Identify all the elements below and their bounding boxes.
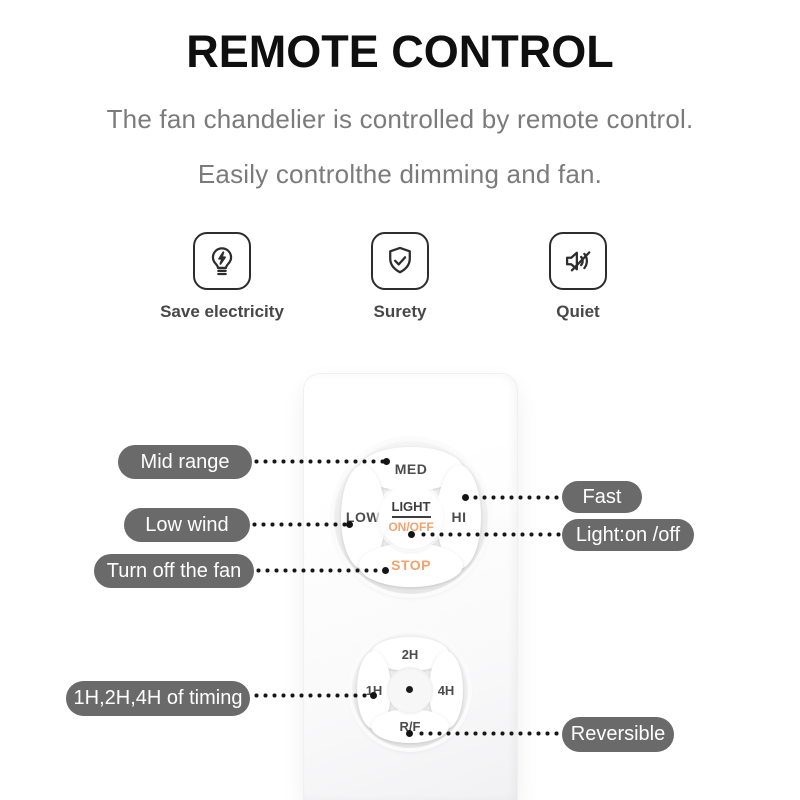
endpoint-dot-rf — [406, 730, 413, 737]
subtitle-line-1: The fan chandelier is controlled by remo… — [106, 104, 694, 134]
med-button-label: MED — [394, 461, 428, 477]
leader-line-low-wind — [250, 522, 350, 527]
feature-surety: Surety — [325, 232, 475, 322]
callout-timing: 1H,2H,4H of timing — [66, 681, 250, 716]
endpoint-dot-med — [383, 458, 390, 465]
feature-row: Save electricity Surety Quiet — [0, 232, 800, 322]
callout-low-wind: Low wind — [124, 508, 250, 542]
fan-control-pad: MED LOW HI STOP LIGHT ON/OFF — [334, 440, 488, 594]
timer-4h-label: 4H — [437, 682, 455, 698]
on-off-button-label: ON/OFF — [388, 519, 434, 534]
bulb-lightning-icon — [193, 232, 251, 290]
endpoint-dot-stop — [382, 567, 389, 574]
hi-button-label: HI — [451, 509, 467, 525]
reverse-forward-label: R/F — [399, 718, 421, 734]
stop-button-label: STOP — [391, 557, 431, 573]
remote-control-body: MED LOW HI STOP LIGHT ON/OFF 2H 1H — [304, 374, 517, 800]
endpoint-dot-1h — [370, 692, 377, 699]
callout-fast: Fast — [562, 481, 642, 513]
timer-control-pad: 2H 1H 4H R/F — [352, 632, 468, 748]
endpoint-dot-light — [408, 531, 415, 538]
callout-reversible: Reversible — [562, 717, 674, 752]
callout-mid-range: Mid range — [118, 445, 252, 479]
leader-line-mid-range — [252, 459, 384, 464]
low-button-label: LOW — [345, 509, 381, 525]
leader-line-timing — [252, 693, 372, 698]
leader-line-fast — [471, 495, 562, 500]
feature-label-quiet: Quiet — [556, 302, 600, 321]
leader-line-light-on-off — [419, 532, 562, 537]
leader-line-turn-off-fan — [254, 568, 384, 573]
leader-line-reversible — [417, 731, 562, 736]
shield-check-icon — [371, 232, 429, 290]
timer-pad-center-dot — [406, 686, 413, 693]
feature-label-save-electricity: Save electricity — [160, 302, 284, 321]
stop-button[interactable]: STOP — [359, 543, 463, 587]
light-button-label: LIGHT — [391, 500, 431, 518]
timer-2h-label: 2H — [401, 646, 419, 662]
page-title: REMOTE CONTROL — [186, 26, 614, 77]
subtitle-line-2: Easily controlthe dimming and fan. — [197, 159, 603, 189]
callout-light-on-off: Light:on /off — [562, 519, 694, 551]
feature-label-surety: Surety — [373, 302, 427, 321]
feature-quiet: Quiet — [503, 232, 653, 322]
speaker-muted-icon — [549, 232, 607, 290]
callout-turn-off-fan: Turn off the fan — [94, 554, 254, 588]
feature-save-electricity: Save electricity — [147, 232, 297, 322]
light-on-off-button[interactable]: LIGHT ON/OFF — [379, 485, 443, 549]
reverse-forward-button[interactable]: R/F — [371, 709, 449, 743]
endpoint-dot-hi — [462, 494, 469, 501]
endpoint-dot-low — [346, 521, 353, 528]
